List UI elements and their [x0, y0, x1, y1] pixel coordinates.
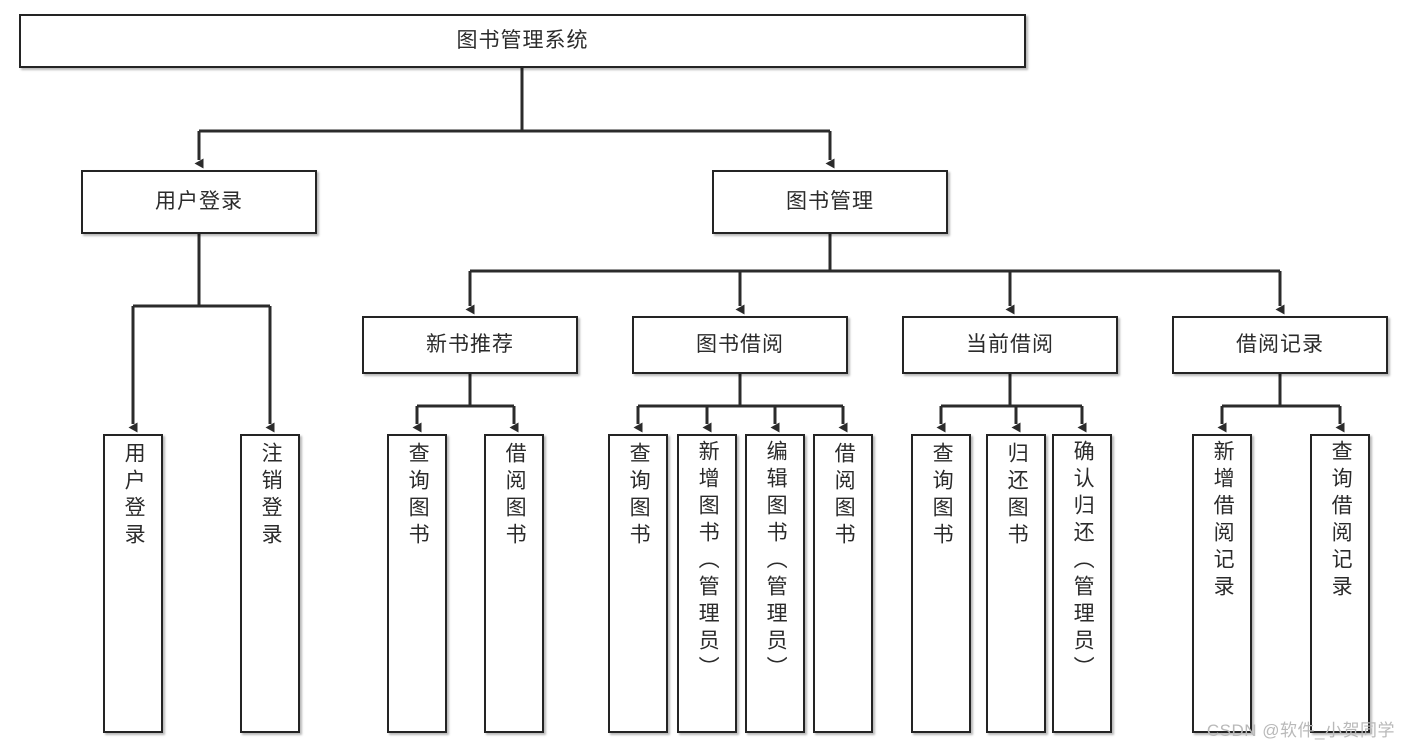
node-leaf-query-book-2-label: 查询图书 [627, 442, 651, 550]
node-new-book-recommend[interactable]: 新书推荐 [362, 316, 578, 374]
node-leaf-return-book[interactable]: 归还图书 [986, 434, 1046, 733]
node-leaf-add-book[interactable]: 新增图书（管理员） [677, 434, 737, 733]
node-book-borrow[interactable]: 图书借阅 [632, 316, 848, 374]
node-book-manage[interactable]: 图书管理 [712, 170, 948, 234]
node-leaf-return-book-label: 归还图书 [1005, 442, 1029, 550]
node-leaf-confirm-return[interactable]: 确认归还（管理员） [1052, 434, 1112, 733]
node-leaf-query-book-3[interactable]: 查询图书 [911, 434, 971, 733]
node-current-borrow[interactable]: 当前借阅 [902, 316, 1118, 374]
node-leaf-query-record[interactable]: 查询借阅记录 [1310, 434, 1370, 733]
node-leaf-user-login[interactable]: 用户登录 [103, 434, 163, 733]
node-user-login-label: 用户登录 [155, 189, 243, 213]
node-borrow-record-label: 借阅记录 [1236, 332, 1324, 356]
node-leaf-borrow-book-2[interactable]: 借阅图书 [813, 434, 873, 733]
node-book-borrow-label: 图书借阅 [696, 332, 784, 356]
node-root[interactable]: 图书管理系统 [19, 14, 1026, 68]
node-leaf-user-logout[interactable]: 注销登录 [240, 434, 300, 733]
node-leaf-edit-book[interactable]: 编辑图书（管理员） [745, 434, 805, 733]
node-leaf-edit-book-label: 编辑图书（管理员） [764, 440, 788, 683]
node-leaf-query-book-1[interactable]: 查询图书 [387, 434, 447, 733]
node-leaf-confirm-return-label: 确认归还（管理员） [1071, 440, 1095, 683]
node-root-label: 图书管理系统 [456, 28, 589, 52]
node-leaf-borrow-book-1[interactable]: 借阅图书 [484, 434, 544, 733]
node-leaf-add-book-label: 新增图书（管理员） [696, 440, 720, 683]
node-new-book-recommend-label: 新书推荐 [426, 332, 514, 356]
node-leaf-query-book-3-label: 查询图书 [930, 442, 954, 550]
watermark: CSDN @软件_小贺同学 [1206, 721, 1395, 740]
node-leaf-query-book-2[interactable]: 查询图书 [608, 434, 668, 733]
node-leaf-borrow-book-1-label: 借阅图书 [503, 442, 527, 550]
node-current-borrow-label: 当前借阅 [966, 332, 1054, 356]
node-leaf-user-login-label: 用户登录 [122, 442, 146, 550]
node-leaf-borrow-book-2-label: 借阅图书 [832, 442, 856, 550]
node-leaf-query-book-1-label: 查询图书 [406, 442, 430, 550]
node-borrow-record[interactable]: 借阅记录 [1172, 316, 1388, 374]
node-leaf-add-record[interactable]: 新增借阅记录 [1192, 434, 1252, 733]
node-leaf-user-logout-label: 注销登录 [259, 442, 283, 550]
node-leaf-add-record-label: 新增借阅记录 [1211, 440, 1235, 602]
node-leaf-query-record-label: 查询借阅记录 [1329, 440, 1353, 602]
node-user-login[interactable]: 用户登录 [81, 170, 317, 234]
node-book-manage-label: 图书管理 [786, 189, 874, 213]
